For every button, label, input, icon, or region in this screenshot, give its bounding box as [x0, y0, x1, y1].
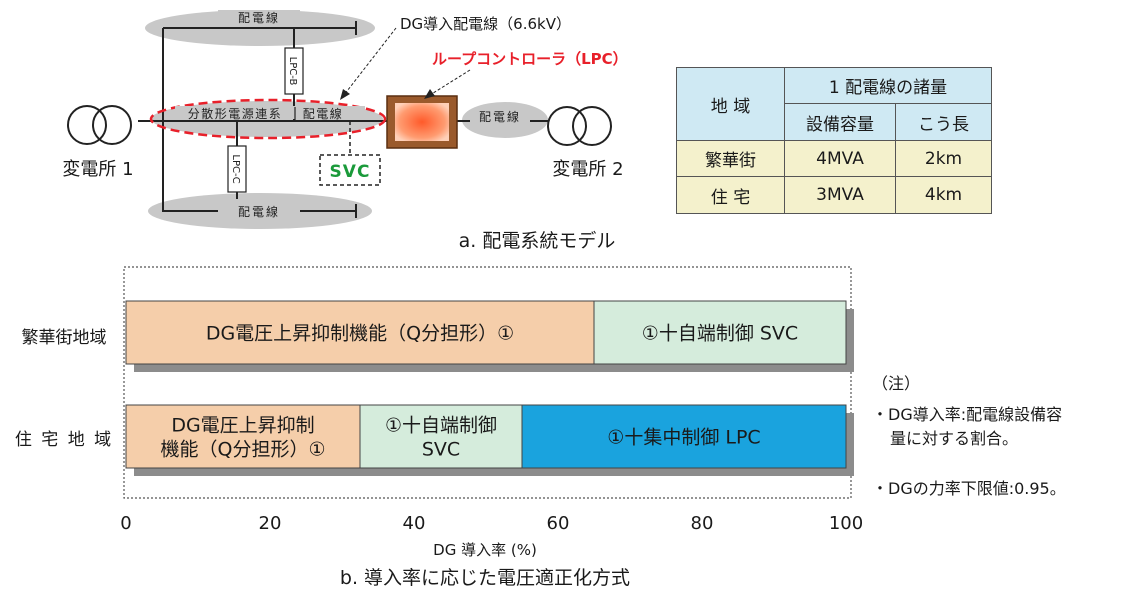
table-header-group: 1 配電線の諸量 — [784, 67, 992, 104]
chart-b: DG電圧上昇抑制機能（Q分担形）① ①十自端制御 SVC DG電圧上昇抑制機能（Q分… — [15, 266, 863, 589]
svc-label: SVC — [330, 162, 371, 182]
table-cell-region: 繁華街 — [676, 140, 785, 177]
bar-segment — [125, 300, 595, 365]
substation-1-coil-a — [67, 105, 107, 145]
category-label: 住 宅 地 域 — [15, 430, 113, 450]
dg-feeder-label: 分散形電源連系 — [188, 106, 283, 121]
dg-callout-arrow — [343, 27, 397, 96]
bar-segment-label: ①十自端制御 SVC — [642, 323, 798, 345]
x-tick-label: 40 — [403, 513, 426, 534]
bar-segment-label: DG電圧上昇抑制 — [171, 415, 314, 437]
bar-segment — [359, 404, 523, 469]
feeder-spec-table: 地 域 1 配電線の諸量 設備容量 こう長 繁華街 4MVA 2km 住 宅 3… — [676, 67, 992, 214]
bar-segment-label: SVC — [422, 439, 460, 461]
table-cell-length: 4km — [895, 176, 992, 214]
lpc-b-label: LPC-B — [287, 57, 298, 86]
lpc-callout-label: ループコントローラ（LPC） — [432, 50, 628, 68]
x-axis-label: DG 導入率 (%) — [433, 541, 537, 559]
caption-b: b. 導入率に応じた電圧適正化方式 — [340, 567, 630, 589]
feeder-top-label: 配電線 — [238, 10, 280, 25]
bar-segment-label: ①十自端制御 — [385, 415, 497, 437]
caption-a: a. 配電系統モデル — [459, 230, 616, 252]
lpc-callout-arrow — [429, 69, 471, 96]
table-cell-region: 住 宅 — [676, 176, 785, 214]
category-label: 繁華街地域 — [22, 328, 107, 348]
lpc-c-label: LPC-C — [230, 154, 241, 183]
bar-segment-label: DG電圧上昇抑制機能（Q分担形）① — [206, 323, 514, 345]
substation-1-label: 変電所 1 — [62, 159, 133, 180]
substation-1-coil-b — [92, 105, 132, 145]
table-header-length: こう長 — [895, 103, 992, 141]
note-2: ・DGの力率下限値:0.95。 — [872, 479, 1066, 498]
bar-segment — [521, 404, 847, 469]
feeder-right-label: 配電線 — [479, 109, 521, 124]
chart-frame — [123, 266, 852, 499]
distribution-model: LPC-B LPC-C SVC 配電線 配電線 配電線 分散形電源連系 配電線 … — [62, 10, 628, 252]
x-tick-label: 0 — [120, 513, 131, 534]
feeder-bottom-label: 配電線 — [238, 204, 280, 219]
dg-callout-label: DG導入配電線（6.6kV） — [400, 15, 571, 33]
x-tick-label: 20 — [259, 513, 282, 534]
table-cell-length: 2km — [895, 140, 992, 177]
svc-box — [319, 154, 381, 186]
dg-feeder-suffix: 配電線 — [303, 106, 344, 121]
bar-segment-label: ①十集中制御 LPC — [607, 427, 760, 449]
table-header-region: 地 域 — [676, 67, 785, 141]
substation-2-coil-a — [547, 106, 587, 146]
x-tick-label: 100 — [829, 513, 863, 534]
note-1-line-2: 量に対する割合。 — [890, 429, 1019, 448]
x-ticks: 0 20 40 60 80 100 — [120, 513, 863, 534]
note-1-line-1: ・DG導入率:配電線設備容 — [872, 405, 1063, 424]
dg-feeder-outline — [149, 98, 387, 140]
table-cell-capacity: 3MVA — [784, 176, 896, 214]
substation-2-coil-b — [572, 106, 612, 146]
x-tick-label: 60 — [547, 513, 570, 534]
lpc-device-core — [395, 103, 449, 141]
bar-segment — [125, 404, 361, 469]
table-cell-capacity: 4MVA — [784, 140, 896, 177]
substation-2-label: 変電所 2 — [552, 159, 623, 180]
bar-segment-label: 機能（Q分担形）① — [161, 439, 326, 461]
table-header-capacity: 設備容量 — [784, 103, 896, 141]
note-header: （注） — [872, 374, 921, 393]
bars-layer: DG電圧上昇抑制機能（Q分担形）① ①十自端制御 SVC DG電圧上昇抑制機能（Q分… — [125, 300, 854, 476]
x-tick-label: 80 — [691, 513, 714, 534]
bar-segment — [593, 300, 847, 365]
